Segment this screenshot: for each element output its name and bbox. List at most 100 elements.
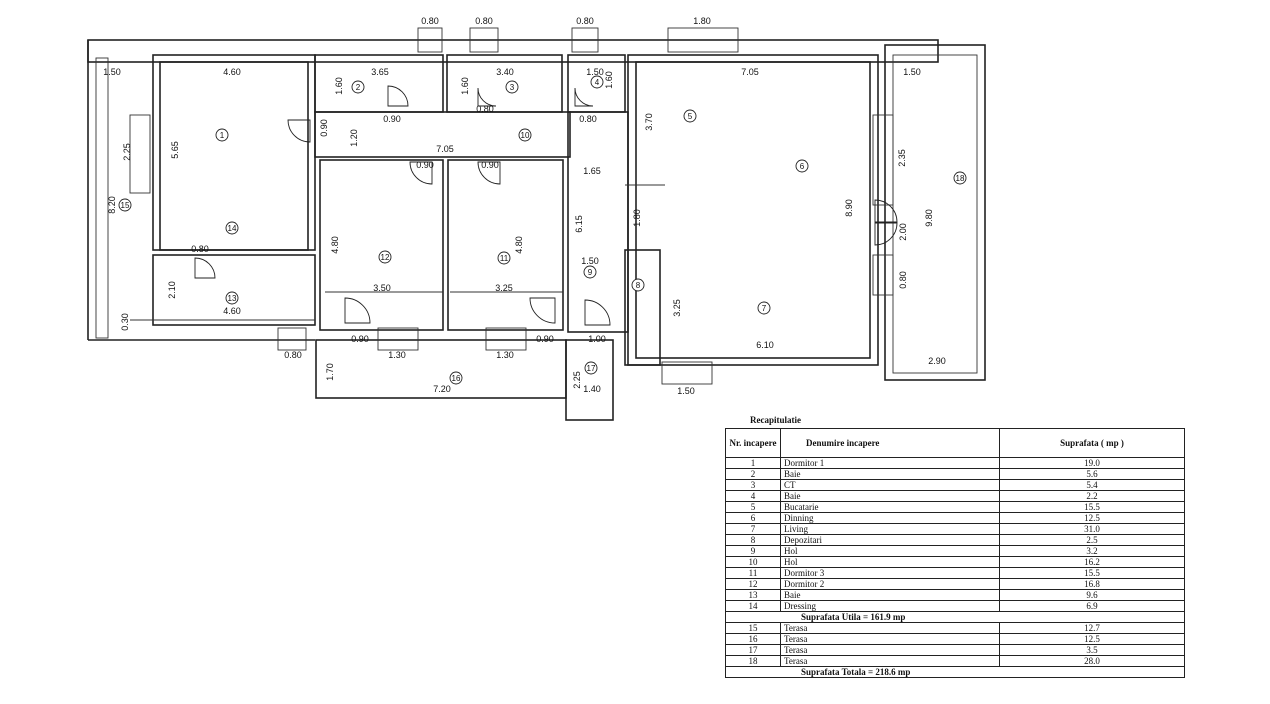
room-marker-circle bbox=[584, 361, 598, 375]
recap-cell-name: Dressing bbox=[780, 600, 1000, 612]
dimension-label: 1.70 bbox=[325, 363, 335, 381]
recap-cell-area: 16.8 bbox=[999, 578, 1185, 590]
recap-cell-name: Baie bbox=[780, 490, 1000, 502]
recap-cell-nr: 13 bbox=[725, 589, 781, 601]
doors bbox=[194, 85, 898, 326]
dimension-label: 1.80 bbox=[693, 16, 711, 26]
dimension-label: 7.20 bbox=[433, 384, 451, 394]
windows bbox=[129, 27, 894, 385]
dimension-label: 6.15 bbox=[574, 215, 584, 233]
dimension-label: 4.60 bbox=[223, 67, 241, 77]
dimension-label: 3.25 bbox=[495, 283, 513, 293]
recap-table: Nr. incapere Denumire incapere Suprafata… bbox=[725, 428, 1185, 678]
recap-cell-name: Dormitor 2 bbox=[780, 578, 1000, 590]
room-marker-circle bbox=[449, 371, 463, 385]
header-nr: Nr. incapere bbox=[725, 428, 781, 458]
recap-summary-row: Suprafata Totala = 218.6 mp bbox=[725, 666, 1185, 678]
recap-cell-nr: 9 bbox=[725, 545, 781, 557]
recap-cell-name: Dormitor 1 bbox=[780, 457, 1000, 469]
dimension-label: 1.50 bbox=[103, 67, 121, 77]
dimension-label: 6.10 bbox=[756, 340, 774, 350]
room-number: 11 bbox=[500, 254, 509, 263]
room-number: 18 bbox=[956, 174, 965, 183]
room-number: 1 bbox=[220, 131, 225, 140]
recap-cell-nr: 14 bbox=[725, 600, 781, 612]
dimension-label: 0.80 bbox=[579, 114, 597, 124]
dimension-label: 1.20 bbox=[349, 129, 359, 147]
dimension-label: 0.90 bbox=[319, 119, 329, 137]
dimension-label: 3.50 bbox=[373, 283, 391, 293]
recap-cell-name: Terasa bbox=[780, 644, 1000, 656]
recap-cell-nr: 7 bbox=[725, 523, 781, 535]
dimension-label: 1.60 bbox=[334, 77, 344, 95]
recap-title: Recapitulatie bbox=[750, 415, 801, 425]
recap-cell-area: 15.5 bbox=[999, 501, 1185, 513]
recap-cell-area: 12.5 bbox=[999, 633, 1185, 645]
dimension-label: 8.20 bbox=[107, 196, 117, 214]
room-marker-circle bbox=[225, 291, 239, 305]
recap-cell-nr: 6 bbox=[725, 512, 781, 524]
room-marker-circle bbox=[378, 250, 392, 264]
room-number: 16 bbox=[452, 374, 461, 383]
dimension-label: 5.65 bbox=[170, 141, 180, 159]
recap-cell-name: Baie bbox=[780, 589, 1000, 601]
dimension-label: 3.40 bbox=[496, 67, 514, 77]
room-marker-circle bbox=[225, 221, 239, 235]
room-marker-circle bbox=[583, 265, 597, 279]
recap-cell-name: Bucatarie bbox=[780, 501, 1000, 513]
room-marker-circle bbox=[351, 80, 365, 94]
recap-cell-area: 19.0 bbox=[999, 457, 1185, 469]
recap-cell-area: 16.2 bbox=[999, 556, 1185, 568]
dimension-label: 1.80 bbox=[632, 209, 642, 227]
room-number: 8 bbox=[636, 281, 641, 290]
dimension-label: 0.80 bbox=[576, 16, 594, 26]
dimension-label: 1.30 bbox=[388, 350, 406, 360]
room-number: 4 bbox=[595, 78, 600, 87]
room-number: 9 bbox=[588, 268, 593, 277]
recap-cell-nr: 18 bbox=[725, 655, 781, 667]
dimension-label: 4.80 bbox=[514, 236, 524, 254]
recap-cell-name: Dormitor 3 bbox=[780, 567, 1000, 579]
dimension-label: 1.50 bbox=[903, 67, 921, 77]
recap-cell-nr: 8 bbox=[725, 534, 781, 546]
recap-summary-text: Suprafata Utila = 161.9 mp bbox=[725, 611, 1185, 623]
room-number: 12 bbox=[381, 253, 390, 262]
dimension-label: 7.05 bbox=[436, 144, 454, 154]
dimension-label: 1.50 bbox=[586, 67, 604, 77]
recap-cell-area: 5.4 bbox=[999, 479, 1185, 491]
recap-cell-nr: 11 bbox=[725, 567, 781, 579]
dimension-label: 0.30 bbox=[120, 313, 130, 331]
dimension-label: 1.30 bbox=[496, 350, 514, 360]
recap-cell-area: 28.0 bbox=[999, 655, 1185, 667]
recap-cell-area: 15.5 bbox=[999, 567, 1185, 579]
recap-cell-area: 12.5 bbox=[999, 512, 1185, 524]
recap-header-row: Nr. incapere Denumire incapere Suprafata… bbox=[725, 428, 1185, 458]
recap-cell-name: Terasa bbox=[780, 622, 1000, 634]
dimension-label: 1.60 bbox=[460, 77, 470, 95]
recap-cell-nr: 5 bbox=[725, 501, 781, 513]
room-marker-circle bbox=[590, 75, 604, 89]
dimension-label: 1.50 bbox=[677, 386, 695, 396]
recap-cell-name: Dinning bbox=[780, 512, 1000, 524]
dimension-label: 0.90 bbox=[536, 334, 554, 344]
room-number: 6 bbox=[800, 162, 805, 171]
room-marker-circle bbox=[518, 128, 532, 142]
dimension-label: 1.65 bbox=[583, 166, 601, 176]
dimension-label: 3.65 bbox=[371, 67, 389, 77]
recap-cell-nr: 12 bbox=[725, 578, 781, 590]
recap-cell-area: 12.7 bbox=[999, 622, 1185, 634]
dimension-label: 4.80 bbox=[330, 236, 340, 254]
dimension-label: 2.90 bbox=[928, 356, 946, 366]
